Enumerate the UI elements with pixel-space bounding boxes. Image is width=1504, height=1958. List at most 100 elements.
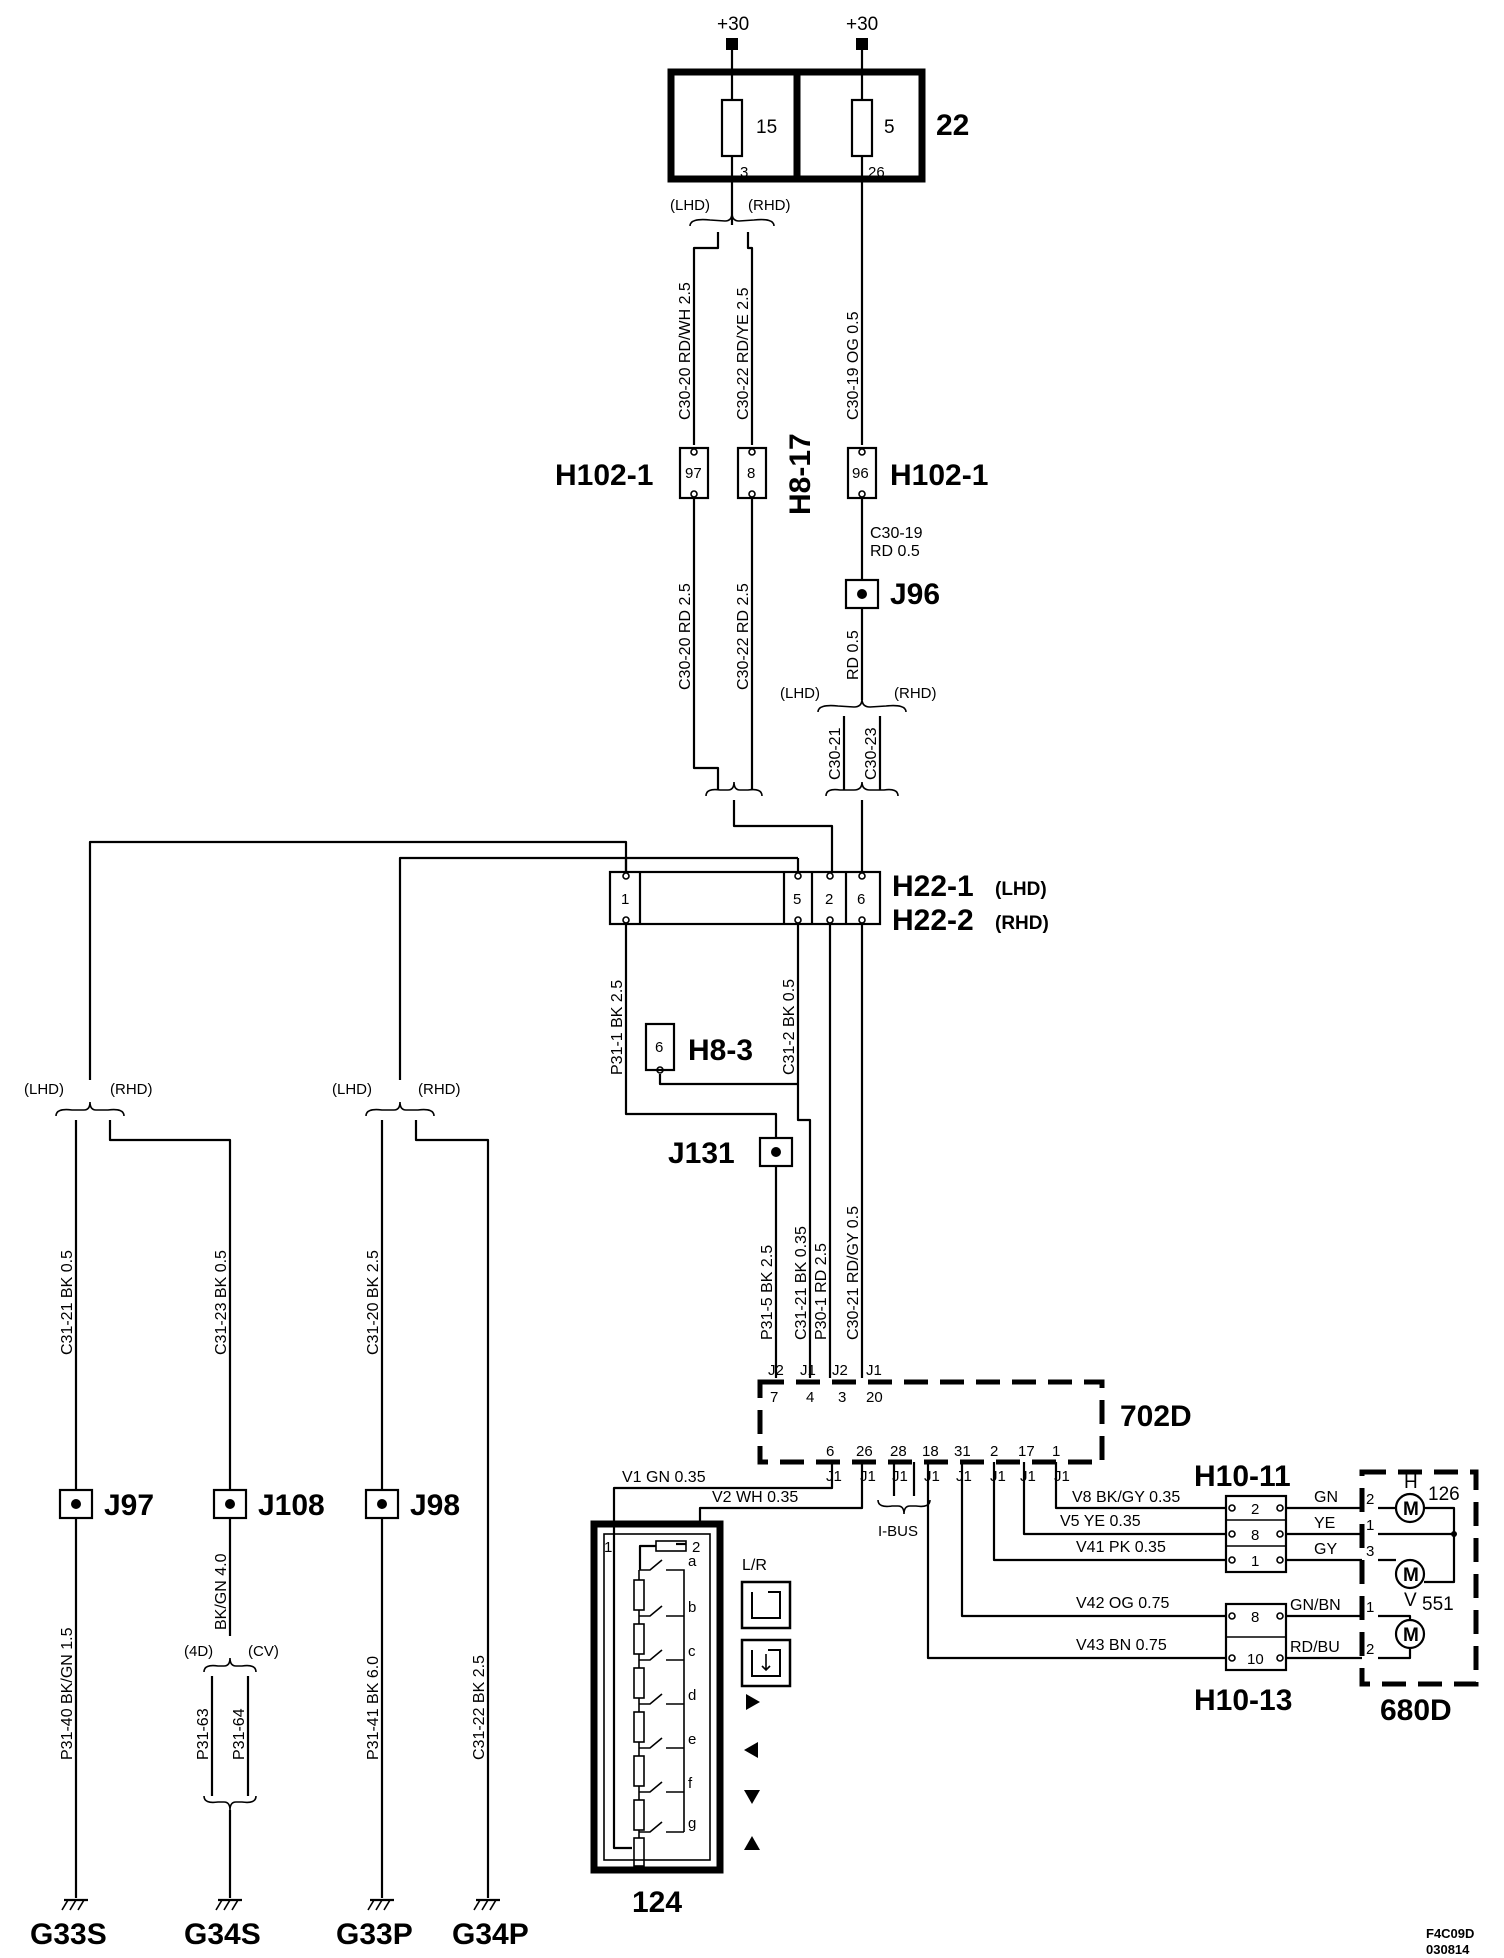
wire-c31-20: C31-20 BK 2.5 bbox=[365, 1250, 382, 1355]
variant-rhd-left1: (RHD) bbox=[110, 1081, 153, 1098]
ecu-top-pin-20: 20 bbox=[866, 1389, 883, 1406]
wire-rd-05-b: RD 0.5 bbox=[845, 630, 862, 680]
contact-e: e bbox=[688, 1731, 696, 1748]
g33s-label: G33S bbox=[30, 1918, 107, 1951]
h10-13-pin-10: 10 bbox=[1247, 1651, 1264, 1668]
variant-rhd-top: (RHD) bbox=[748, 197, 791, 214]
wire-c30-23: C30-23 bbox=[863, 727, 880, 780]
h10-11-label: H10-11 bbox=[1194, 1460, 1291, 1493]
mirror-wire-gn: GN bbox=[1314, 1489, 1338, 1506]
ecu-bottom-pin-31: 31 bbox=[954, 1443, 971, 1460]
wire-v5: V5 YE 0.35 bbox=[1060, 1513, 1141, 1530]
connector-h22: 1 5 2 6 H22-1 (LHD) H22-2 (RHD) bbox=[608, 870, 1049, 937]
fuse-5 bbox=[850, 98, 874, 158]
h22-pin-1: 1 bbox=[621, 891, 629, 908]
arrow-left-icon bbox=[744, 1742, 758, 1758]
ibus-label: I-BUS bbox=[878, 1523, 918, 1540]
wire-rd-05-a: RD 0.5 bbox=[870, 543, 920, 560]
wire-v42: V42 OG 0.75 bbox=[1076, 1595, 1169, 1612]
connector-h10-13: 8 10 H10-13 bbox=[1194, 1602, 1292, 1717]
lr-label: L/R bbox=[742, 1557, 767, 1574]
wire-c30-21: C30-21 bbox=[827, 727, 844, 780]
contact-a: a bbox=[688, 1553, 697, 1570]
fold-selector-icon bbox=[740, 1638, 792, 1688]
panel-pin-2: 2 bbox=[692, 1539, 700, 1556]
ecu-bottom-conn-5: J1 bbox=[956, 1468, 972, 1485]
wire-p31-64: P31-64 bbox=[231, 1708, 248, 1760]
wire-v43: V43 BN 0.75 bbox=[1076, 1637, 1167, 1654]
ecu-bottom-pin-17: 17 bbox=[1018, 1443, 1035, 1460]
fuse-15 bbox=[720, 98, 744, 158]
j108-label: J108 bbox=[258, 1489, 325, 1522]
pin-8: 8 bbox=[747, 465, 755, 482]
wire-c30-22-rd: C30-22 RD 2.5 bbox=[735, 583, 752, 690]
fuse-15-label: 15 bbox=[756, 117, 777, 138]
contact-f: f bbox=[688, 1775, 693, 1792]
wire-p31-63: P31-63 bbox=[195, 1708, 212, 1760]
ecu-top-conn-3: J2 bbox=[832, 1362, 848, 1379]
h22-1-label: H22-1 bbox=[892, 870, 974, 903]
pin-96: 96 bbox=[852, 465, 869, 482]
ecu-bottom-pin-6: 6 bbox=[826, 1443, 834, 1460]
ecu-top-conn-2: J1 bbox=[800, 1362, 816, 1379]
junction-j131: J131 bbox=[668, 1136, 794, 1170]
contact-switches bbox=[639, 1559, 685, 1833]
fuse-5-label: 5 bbox=[884, 117, 895, 138]
ground-g33p: G33P bbox=[336, 1898, 413, 1951]
motor-v-m: M bbox=[1403, 1565, 1419, 1586]
pin-97: 97 bbox=[685, 465, 702, 482]
junction-j96: J96 bbox=[844, 578, 940, 611]
ecu-bottom-conn-4: J1 bbox=[924, 1468, 940, 1485]
switch-panel-124: 1 2 bbox=[590, 1520, 724, 1919]
motor-551-m: M bbox=[1403, 1625, 1419, 1646]
j97-label: J97 bbox=[104, 1489, 154, 1522]
wire-c31-2: C31-2 BK 0.5 bbox=[781, 979, 798, 1075]
panel-124-label: 124 bbox=[632, 1886, 682, 1919]
wire-v41: V41 PK 0.35 bbox=[1076, 1539, 1166, 1556]
wire-p31-1: P31-1 BK 2.5 bbox=[609, 980, 626, 1075]
mirror-551-label: 551 bbox=[1422, 1594, 1454, 1615]
mirror-pin-3: 3 bbox=[1366, 1543, 1374, 1560]
junction-j108: J108 bbox=[212, 1488, 325, 1522]
wire-c30-19-label: C30-19 bbox=[870, 525, 923, 542]
ground-g34s: G34S bbox=[184, 1898, 261, 1951]
variant-rhd-left2: (RHD) bbox=[418, 1081, 461, 1098]
fuse-5-pin: 26 bbox=[868, 164, 885, 181]
wire-c30-20-rd: C30-20 RD 2.5 bbox=[677, 583, 694, 690]
ecu-top-conn-1: J2 bbox=[768, 1362, 784, 1379]
h10-13-label: H10-13 bbox=[1194, 1684, 1292, 1717]
ref-date: 030814 bbox=[1426, 1942, 1470, 1957]
mirror-126-label: 126 bbox=[1428, 1484, 1460, 1505]
wire-v2: V2 WH 0.35 bbox=[712, 1489, 798, 1506]
junction-j98: J98 bbox=[364, 1488, 460, 1522]
variant-lhd-left2: (LHD) bbox=[332, 1081, 372, 1098]
supply-label-2: +30 bbox=[846, 14, 878, 35]
variant-lhd-top: (LHD) bbox=[670, 197, 710, 214]
variant-rhd-mid: (RHD) bbox=[894, 685, 937, 702]
mirror-wire-ye: YE bbox=[1314, 1515, 1335, 1532]
supply-terminal-2 bbox=[856, 38, 868, 50]
wire-c31-23: C31-23 BK 0.5 bbox=[213, 1250, 230, 1355]
connector-h8-17: 8 H8-17 bbox=[736, 433, 817, 515]
connector-h102-1-left: 97 H102-1 bbox=[555, 446, 710, 500]
motor-h-label: H bbox=[1404, 1472, 1418, 1493]
contact-d: d bbox=[688, 1687, 696, 1704]
ground-g34p: G34P bbox=[452, 1898, 529, 1951]
ecu-bottom-pin-18: 18 bbox=[922, 1443, 939, 1460]
h10-11-pin-1: 1 bbox=[1251, 1553, 1259, 1570]
wire-p30-1: P30-1 RD 2.5 bbox=[813, 1243, 830, 1340]
702d-label: 702D bbox=[1120, 1400, 1192, 1433]
wire-p31-40: P31-40 BK/GN 1.5 bbox=[59, 1627, 76, 1760]
connector-h10-11: H10-11 2 8 1 bbox=[1194, 1460, 1291, 1574]
ecu-bottom-pin-26: 26 bbox=[856, 1443, 873, 1460]
arrow-up-icon bbox=[744, 1836, 760, 1850]
ecu-bottom-pin-28: 28 bbox=[890, 1443, 907, 1460]
j131-label: J131 bbox=[668, 1137, 735, 1170]
variant-lhd-mid: (LHD) bbox=[780, 685, 820, 702]
ecu-top-pin-4: 4 bbox=[806, 1389, 814, 1406]
motor-h-m: M bbox=[1403, 1499, 1419, 1520]
resistor-ladder bbox=[633, 1570, 645, 1867]
supply-terminal-1 bbox=[726, 38, 738, 50]
fuse-box-22: +30 +30 15 5 3 26 22 bbox=[667, 14, 969, 183]
